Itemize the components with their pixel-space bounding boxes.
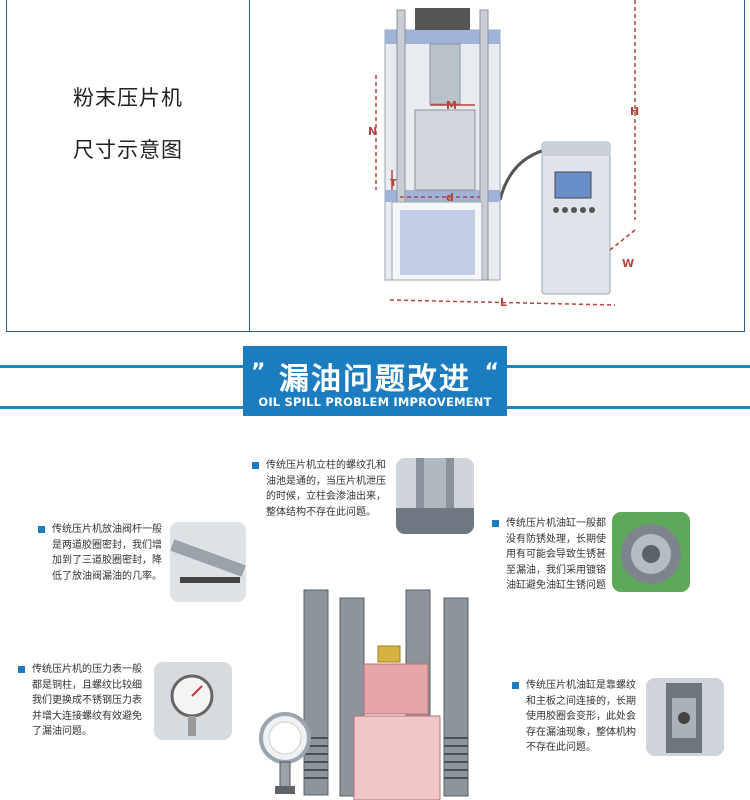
pressure-gauge-illustration [259, 712, 311, 794]
diagram-caption-label: 尺寸示意图 [73, 138, 183, 162]
powder-press-dimension-diagram: N M T d H W L [368, 0, 639, 309]
note-line: 用有可能会导致生锈甚 [506, 549, 606, 560]
note-pressure-gauge: 传统压片机的压力表一般 都是铜柱，且螺纹比较细 我们更换成不锈钢压力表 并增大连… [18, 662, 142, 740]
note-line: 我们更换成不锈钢压力表 [32, 695, 142, 706]
banner-quote-left-icon: ” [251, 360, 266, 385]
bullet-square-icon [512, 682, 519, 689]
note-line: 使用胶圈会变形，此处会 [526, 711, 636, 722]
note-line: 并增大连接螺纹有效避免 [32, 710, 142, 722]
section-subtitle: OIL SPILL PROBLEM IMPROVEMENT [258, 395, 492, 409]
note-line: 都是铜柱，且螺纹比较细 [32, 679, 142, 691]
note-line: 了漏油问题。 [32, 726, 92, 737]
dim-t-label: T [390, 178, 397, 189]
control-box [498, 141, 611, 295]
note-cylinder-thread: 传统压片机油缸是靠螺纹 和主板之间连接的，长期 使用胶圈会变形，此处会 存在漏油… [512, 678, 636, 756]
note-line: 是两道胶圈密封，我们增 [52, 539, 162, 551]
oil-cylinder [353, 645, 441, 800]
note-line: 油池是通的，当压片机泄压 [266, 475, 386, 487]
product-name-label: 粉末压片机 [73, 86, 183, 110]
cylinder-thread-photo [646, 678, 724, 756]
note-line: 油缸避免油缸生锈问题 [506, 580, 606, 591]
dim-n-label: N [368, 125, 377, 138]
note-line: 和主板之间连接的，长期 [526, 695, 636, 707]
pressure-gauge-photo [154, 662, 232, 740]
bullet-square-icon [18, 666, 25, 673]
banner-quote-right-icon: “ [484, 360, 499, 385]
note-line: 没有防锈处理，长期使 [506, 533, 606, 545]
bullet-square-icon [38, 526, 45, 533]
note-line: 加到了三道胶圈密封，降 [52, 555, 162, 566]
note-column-thread: 传统压片机立柱的螺纹孔和 油池是通的，当压片机泄压 的时候，立柱会渗油出来， 整… [252, 458, 386, 520]
note-line: 传统压片机油缸是靠螺纹 [526, 680, 636, 691]
dimension-marks [375, 0, 636, 306]
note-line: 传统压片机油缸一般都 [506, 518, 606, 529]
note-drain-valve: 传统压片机放油阀杆一般 是两道胶圈密封，我们增 加到了三道胶圈密封，降 低了放油… [38, 522, 162, 584]
oil-cylinder-photo [612, 512, 690, 592]
dim-l-label: L [500, 296, 507, 309]
dim-m-label: M [446, 99, 457, 112]
note-line: 至漏油，我们采用镀铬 [506, 564, 606, 576]
dim-h-label: H [630, 105, 639, 118]
note-line: 低了放油阀漏油的几率。 [52, 570, 162, 582]
note-line: 整体结构不存在此问题。 [266, 506, 376, 518]
section-title: 漏油问题改进 [279, 362, 471, 397]
column-thread-photo [396, 458, 474, 534]
note-line: 的时候，立柱会渗油出来， [266, 491, 386, 502]
bullet-square-icon [492, 520, 499, 527]
dimension-table: 粉末压片机 尺寸示意图 [6, 0, 745, 332]
note-line: 传统压片机放油阀杆一般 [52, 524, 162, 535]
note-line: 不存在此问题。 [526, 742, 596, 753]
press-frame [384, 8, 501, 281]
note-line: 存在漏油现象，整体机构 [526, 726, 636, 738]
drain-valve-photo [170, 522, 246, 602]
note-line: 传统压片机立柱的螺纹孔和 [266, 460, 386, 471]
bullet-square-icon [252, 462, 259, 469]
press-cylinder-illustration [303, 589, 469, 800]
section-banner: ” “ 漏油问题改进 OIL SPILL PROBLEM IMPROVEMENT [243, 346, 507, 416]
dim-d-label: d [446, 191, 454, 204]
note-oil-cylinder-rust: 传统压片机油缸一般都 没有防锈处理，长期使 用有可能会导致生锈甚 至漏油，我们采… [492, 516, 606, 594]
dim-w-label: W [622, 257, 634, 270]
table-divider [249, 0, 250, 331]
note-line: 传统压片机的压力表一般 [32, 664, 142, 675]
